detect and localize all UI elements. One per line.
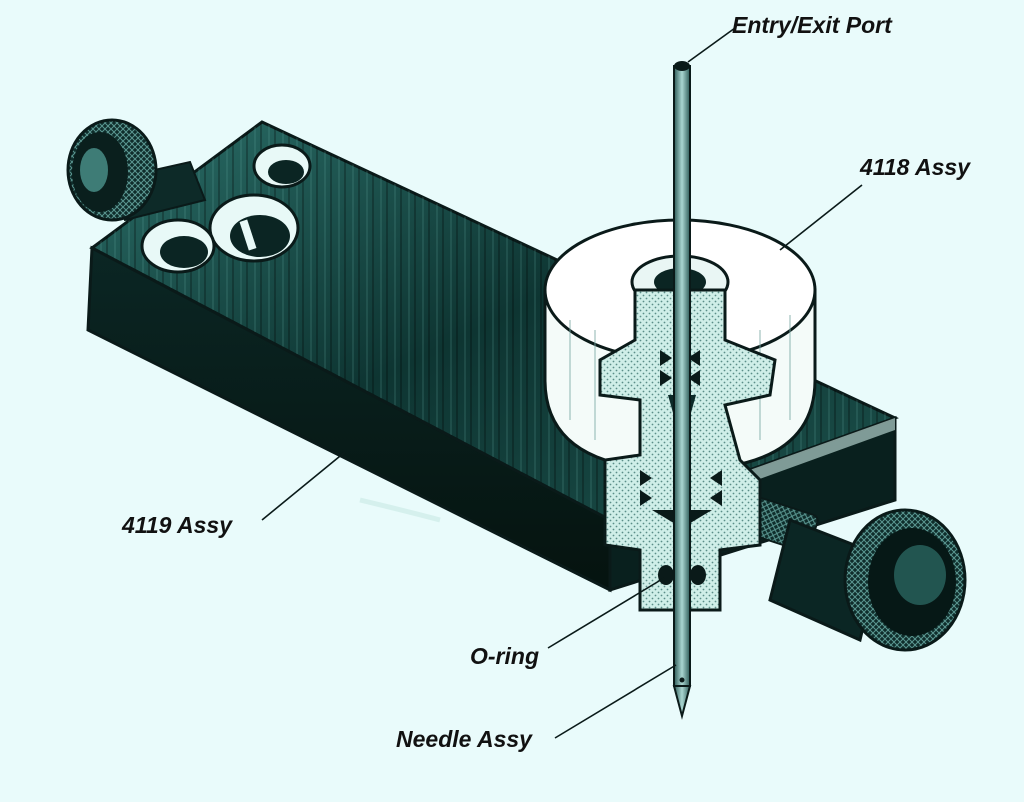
label-4119-assy: 4119 Assy bbox=[122, 512, 232, 538]
left-knurled-knob bbox=[66, 118, 207, 222]
leader-o-ring bbox=[547, 577, 665, 649]
leader-lines bbox=[261, 27, 863, 739]
mounting-holes bbox=[140, 143, 312, 274]
label-4118-assy: 4118 Assy bbox=[860, 154, 970, 180]
leader-entry-exit-port bbox=[687, 27, 736, 63]
label-o-ring: O-ring bbox=[470, 643, 539, 669]
needle bbox=[672, 61, 692, 720]
leader-4119-assy bbox=[261, 451, 346, 521]
label-entry-exit-port: Entry/Exit Port bbox=[732, 12, 892, 38]
leader-4118-assy bbox=[779, 184, 863, 251]
label-needle-assy: Needle Assy bbox=[396, 726, 532, 752]
right-knurled-knob bbox=[741, 495, 967, 652]
leader-needle-assy bbox=[554, 664, 677, 739]
